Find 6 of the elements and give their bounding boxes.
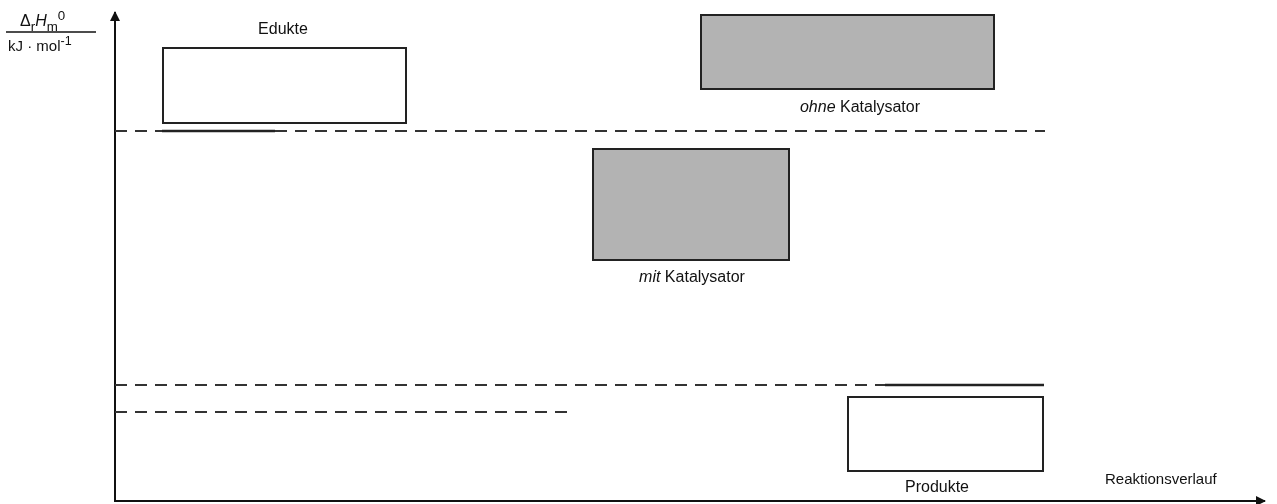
box-heading: mit Katalysator [639,268,745,286]
axis-unit-label: kJ · mol$^{-1}$ [8,34,72,54]
box-heading: ohne Katalysator [799,98,921,116]
box-heading: Edukte [258,20,308,38]
box-heading: Produkte [905,478,969,496]
axis-label: Reaktionsverlauf [1105,470,1217,487]
